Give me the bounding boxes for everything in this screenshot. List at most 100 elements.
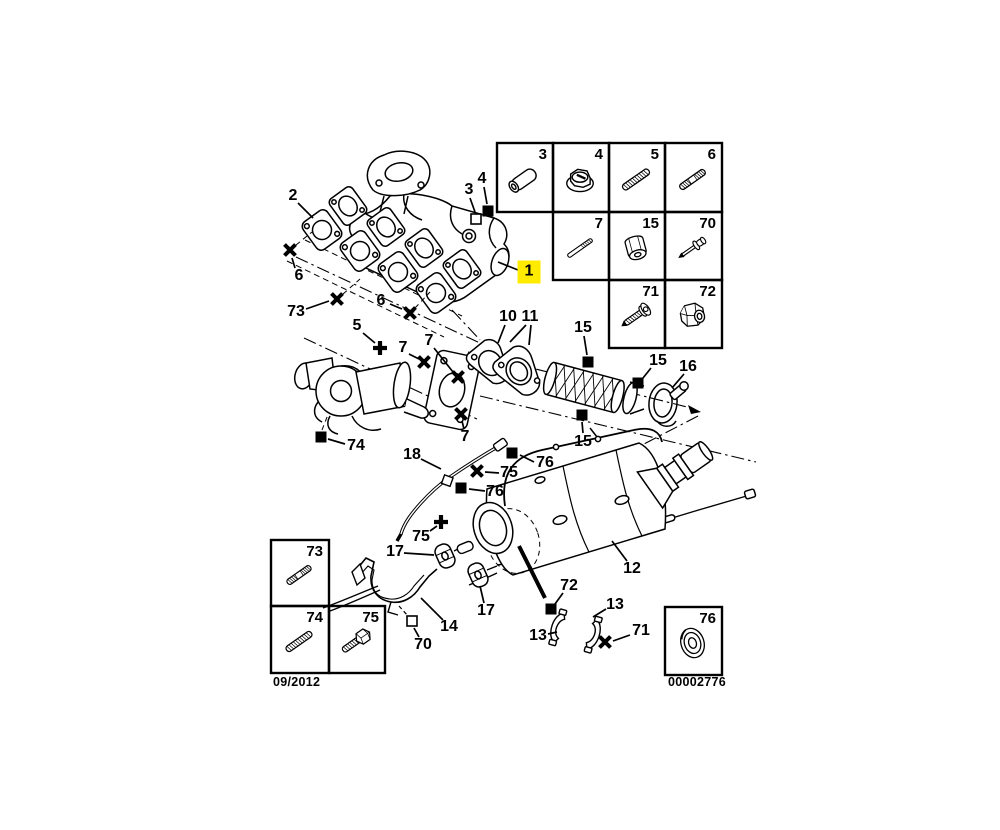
callout-74-11[interactable]: 74 <box>347 437 365 454</box>
callout-15-15[interactable]: 15 <box>649 352 667 369</box>
alignment-dash-line <box>414 291 431 309</box>
leader-line <box>461 420 465 430</box>
leader-line <box>389 303 403 310</box>
leader-line <box>420 458 442 470</box>
leader-line <box>642 367 652 379</box>
leader-line <box>403 552 435 556</box>
part-cell-number: 72 <box>699 283 716 300</box>
callout-7-10[interactable]: 7 <box>460 428 470 445</box>
leader-line <box>554 592 564 605</box>
leader-line <box>413 627 420 638</box>
callout-6-6[interactable]: 6 <box>376 292 386 309</box>
leader-line <box>483 186 488 205</box>
part-cell-border <box>663 605 724 677</box>
callout-7-8[interactable]: 7 <box>398 339 408 356</box>
part-cell-number: 76 <box>699 610 716 627</box>
callout-73-5[interactable]: 73 <box>287 303 305 320</box>
filled-square-marker <box>582 356 594 368</box>
callout-11-13[interactable]: 11 <box>521 308 539 325</box>
diagram-date-code: 09/2012 <box>273 675 321 689</box>
callout-14-25[interactable]: 14 <box>440 618 458 635</box>
fixing-cross-marker <box>283 243 297 257</box>
part-cell-number: 74 <box>306 609 323 626</box>
fixing-cross-marker <box>434 515 448 529</box>
callout-10-12[interactable]: 10 <box>499 308 517 325</box>
callout-13-30[interactable]: 13 <box>529 627 547 644</box>
callout-6-4[interactable]: 6 <box>294 267 304 284</box>
leader-line <box>671 373 685 389</box>
highlighted-callout-1[interactable]: 1 <box>517 260 541 284</box>
callout-17-24[interactable]: 17 <box>477 602 495 619</box>
part-cell-number: 75 <box>362 609 379 626</box>
support-bracket-drawing <box>322 540 498 616</box>
dpf-catalyst-drawing <box>468 427 757 599</box>
filled-square-marker <box>315 431 327 443</box>
manifold-port-flanges <box>328 186 482 289</box>
callout-71-31[interactable]: 71 <box>632 622 650 639</box>
callout-12-27[interactable]: 12 <box>623 560 641 577</box>
clamp-halves-drawing <box>548 608 603 654</box>
callout-18-18[interactable]: 18 <box>403 446 421 463</box>
leader-line <box>592 608 607 618</box>
leader-line <box>479 585 485 604</box>
leader-line <box>583 335 588 356</box>
part-cell-border <box>327 604 387 675</box>
callout-13-29[interactable]: 13 <box>606 596 624 613</box>
part-cell-number: 71 <box>642 283 659 300</box>
filled-square-marker <box>506 447 518 459</box>
leader-line <box>433 347 454 373</box>
leader-line <box>327 438 346 445</box>
callout-4-2[interactable]: 4 <box>477 170 487 187</box>
filled-square-marker <box>545 603 557 615</box>
alignment-dash-line <box>342 278 361 295</box>
flex-pipe-drawing <box>465 338 645 415</box>
fixing-cross-marker <box>451 370 465 384</box>
exhaust-manifold-drawing <box>301 150 510 314</box>
part-cell-border <box>663 278 724 350</box>
filled-square-marker <box>576 409 588 421</box>
part-cell-number: 6 <box>707 146 716 163</box>
leader-line <box>297 202 314 219</box>
callout-76-19[interactable]: 76 <box>536 454 554 471</box>
callout-5-7[interactable]: 5 <box>352 317 362 334</box>
filled-square-marker <box>455 482 467 494</box>
callout-72-28[interactable]: 72 <box>560 577 578 594</box>
dashed-leader-line <box>398 605 409 617</box>
callout-15-14[interactable]: 15 <box>574 319 592 336</box>
fixing-cross-marker <box>330 292 344 306</box>
callout-3-1[interactable]: 3 <box>464 181 474 198</box>
leader-line <box>305 300 330 310</box>
callout-2-0[interactable]: 2 <box>288 187 298 204</box>
open-square-marker <box>406 615 418 627</box>
fixing-cross-marker <box>373 341 387 355</box>
callout-76-21[interactable]: 76 <box>486 483 504 500</box>
centerline-arrow <box>688 405 701 414</box>
turbocharger-drawing <box>293 349 481 435</box>
alignment-dash-line <box>295 231 313 246</box>
leader-line <box>581 421 584 434</box>
leader-line <box>547 631 558 635</box>
callout-75-20[interactable]: 75 <box>500 464 518 481</box>
callout-15-17[interactable]: 15 <box>574 433 592 450</box>
leader-line <box>611 540 628 562</box>
leader-line <box>468 488 486 492</box>
callout-16-16[interactable]: 16 <box>679 358 697 375</box>
leader-line <box>362 332 376 344</box>
leader-line <box>497 324 506 344</box>
callout-75-22[interactable]: 75 <box>412 528 430 545</box>
fixing-cross-marker <box>454 407 468 421</box>
callout-7-9[interactable]: 7 <box>424 332 434 349</box>
callout-17-23[interactable]: 17 <box>386 543 404 560</box>
callout-70-26[interactable]: 70 <box>414 636 432 653</box>
part-cell-number: 70 <box>699 215 716 232</box>
alignment-dash-line <box>321 411 330 431</box>
fixing-cross-marker <box>470 464 484 478</box>
part-cell-number: 3 <box>538 146 547 163</box>
leader-line <box>408 353 420 360</box>
fixing-cross-marker <box>598 635 612 649</box>
